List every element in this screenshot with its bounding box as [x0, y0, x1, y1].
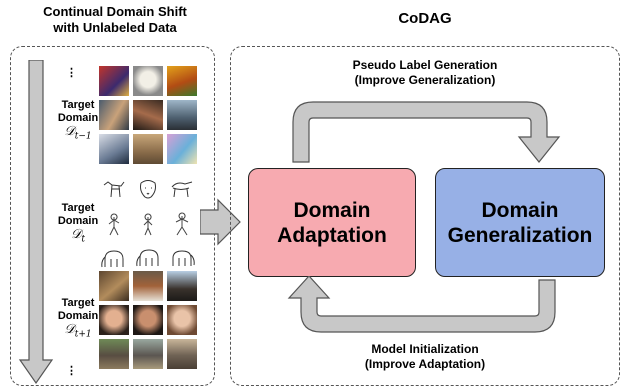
- dog-photo-image: [133, 271, 163, 301]
- painting-image: [99, 66, 129, 96]
- adaptation-line1: Domain: [293, 198, 371, 222]
- painting-image: [99, 100, 129, 130]
- ellipsis-bottom: ⋮: [66, 365, 77, 377]
- giraffe-sketch: [103, 181, 125, 198]
- adaptation-line2: Adaptation: [277, 223, 387, 247]
- domain-label-current: Target Domain 𝒟t: [42, 202, 114, 247]
- elephant-painting-image: [133, 134, 163, 164]
- elephant-photo-image: [167, 339, 197, 369]
- painting-image: [99, 134, 129, 164]
- domain-label-line2: Domain: [57, 112, 99, 124]
- person-sketch: [108, 213, 120, 236]
- bottom-caption-line2: (Improve Adaptation): [364, 357, 486, 371]
- dog-sketch: [140, 180, 156, 199]
- codag-title: CoDAG: [398, 10, 452, 27]
- dog-painting-image: [133, 66, 163, 96]
- domain-adaptation-box: Domain Adaptation: [248, 168, 416, 277]
- person-sketch: [143, 213, 153, 236]
- painting-image: [133, 100, 163, 130]
- dog-photo-image: [99, 271, 129, 301]
- domain-symbol: 𝒟t: [71, 227, 85, 245]
- bottom-caption: Model Initialization (Improve Adaptation…: [300, 342, 550, 372]
- painting-image: [167, 100, 197, 130]
- face-photo-image: [133, 305, 163, 335]
- left-title-line1: Continual Domain Shift: [43, 4, 187, 19]
- pseudo-label-arrow: [292, 101, 561, 163]
- domain-label-line1: Target: [61, 99, 95, 111]
- domain-shift-arrow: [18, 60, 54, 385]
- dog-photo-image: [167, 271, 197, 301]
- model-init-arrow: [287, 276, 556, 333]
- elephant-photo-image: [99, 339, 129, 369]
- top-caption-line2: (Improve Generalization): [354, 73, 496, 87]
- generalization-line2: Generalization: [447, 223, 593, 247]
- left-panel-title: Continual Domain Shift with Unlabeled Da…: [5, 4, 225, 36]
- right-panel: [230, 46, 620, 386]
- painting-image: [167, 134, 197, 164]
- domain-label-prev: Target Domain 𝒟t−1: [42, 99, 114, 144]
- domain-symbol: 𝒟t+1: [64, 322, 92, 340]
- domain-label-line1: Target: [61, 297, 95, 309]
- elephant-photo-image: [133, 339, 163, 369]
- bottom-caption-line1: Model Initialization: [371, 342, 479, 356]
- top-caption-line1: Pseudo Label Generation: [352, 58, 498, 72]
- dog-sketch: [171, 181, 193, 198]
- domain-symbol: 𝒟t−1: [64, 124, 92, 142]
- ellipsis-top: ⋮: [66, 67, 77, 79]
- domain-label-line1: Target: [61, 202, 95, 214]
- face-photo-image: [99, 305, 129, 335]
- elephant-sketch: [172, 250, 195, 266]
- connector-arrow: [200, 198, 241, 246]
- cartoon-image: [167, 66, 197, 96]
- domain-label-next: Target Domain 𝒟t+1: [42, 297, 114, 342]
- domain-generalization-box: Domain Generalization: [435, 168, 605, 277]
- generalization-line1: Domain: [481, 198, 559, 222]
- left-title-line2: with Unlabeled Data: [53, 20, 177, 35]
- elephant-sketch: [136, 249, 159, 267]
- elephant-sketch: [101, 250, 124, 268]
- face-photo-image: [167, 305, 197, 335]
- top-caption: Pseudo Label Generation (Improve General…: [300, 58, 550, 88]
- domain-label-line2: Domain: [57, 215, 99, 227]
- domain-label-line2: Domain: [57, 310, 99, 322]
- person-sketch: [175, 212, 189, 236]
